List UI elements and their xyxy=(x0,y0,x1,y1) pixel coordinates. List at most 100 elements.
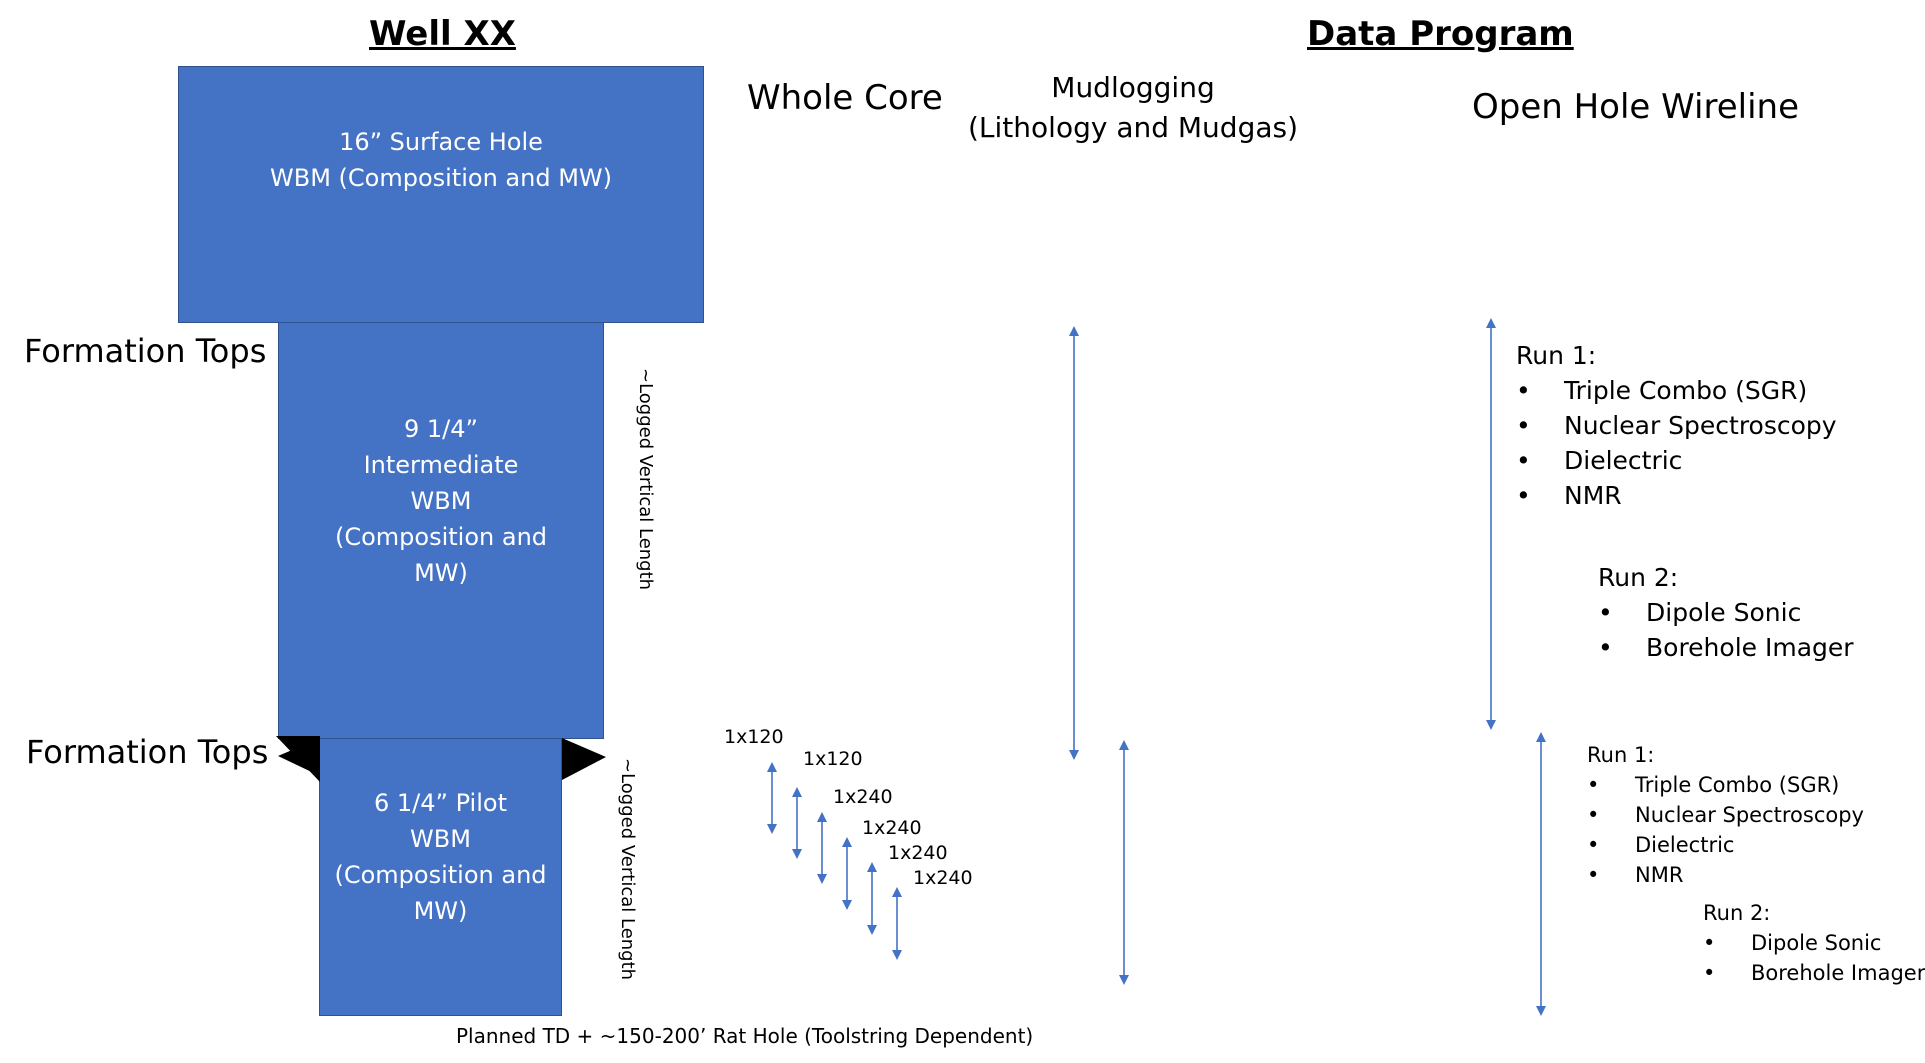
core-arrow-2 xyxy=(792,787,802,859)
mudlogging-arrow-lower-head-bottom xyxy=(1119,975,1129,985)
list-item: • Borehole Imager xyxy=(1703,958,1925,988)
logged-vertical-length-upper: ~Logged Vertical Length xyxy=(635,368,656,591)
list-item: • Triple Combo (SGR) xyxy=(1587,770,1864,800)
core-arrow-6-head-bottom xyxy=(892,950,902,960)
core-label-6: 1x240 xyxy=(913,867,973,889)
bullet: • xyxy=(1587,773,1600,797)
core-arrow-5-head-bottom xyxy=(867,925,877,935)
list-item-text: Nuclear Spectroscopy xyxy=(1564,411,1837,440)
intermediate-label-line4: (Composition and xyxy=(334,522,548,551)
core-arrow-6 xyxy=(892,887,902,960)
core-label-2: 1x120 xyxy=(803,748,863,770)
bullet: • xyxy=(1516,481,1531,510)
open-hole-wireline-header: Open Hole Wireline xyxy=(1472,87,1799,127)
well-title: Well XX xyxy=(369,14,516,54)
list-item: • Dielectric xyxy=(1516,443,1837,478)
formation-tops-lower: Formation Tops xyxy=(26,733,269,771)
mudlogging-arrow-upper-head-top xyxy=(1069,326,1079,336)
intermediate-section: 9 1/4” Intermediate WBM (Composition and… xyxy=(278,322,604,739)
bullet: • xyxy=(1703,931,1716,955)
list-item-text: Borehole Imager xyxy=(1751,961,1925,985)
mudlogging-header-line2: (Lithology and Mudgas) xyxy=(968,111,1299,144)
mudlogging-header-line1: Mudlogging xyxy=(1051,71,1215,104)
list-item-text: Dipole Sonic xyxy=(1646,598,1802,627)
core-label-4: 1x240 xyxy=(862,817,922,839)
core-arrow-4-head-bottom xyxy=(842,900,852,910)
list-item-text: Borehole Imager xyxy=(1646,633,1854,662)
bullet: • xyxy=(1516,446,1531,475)
bullet: • xyxy=(1587,863,1600,887)
wireline-upper-run2-title: Run 2: xyxy=(1598,563,1679,592)
casing-shoe-right xyxy=(562,738,606,780)
wireline-arrow-lower xyxy=(1536,732,1546,1016)
bullet: • xyxy=(1587,803,1600,827)
bullet: • xyxy=(1598,633,1613,662)
list-item-text: Dipole Sonic xyxy=(1751,931,1882,955)
intermediate-label-line2: Intermediate xyxy=(363,450,519,479)
wireline-lower-run1: Run 1: • Triple Combo (SGR) •Nuclear Spec… xyxy=(1587,740,1864,890)
mudlogging-arrow-upper xyxy=(1069,326,1079,760)
intermediate-label-line1: 9 1/4” xyxy=(404,414,478,443)
wireline-arrow-upper-head-top xyxy=(1486,318,1496,328)
wireline-arrow-lower-head-top xyxy=(1536,732,1546,742)
pilot-label-line2: WBM xyxy=(410,825,471,853)
core-arrow-1-head-top xyxy=(767,762,777,772)
data-program-title: Data Program xyxy=(1307,14,1574,54)
pilot-section: 6 1/4” Pilot WBM (Composition and MW) xyxy=(319,738,562,1016)
list-item: • Dielectric xyxy=(1587,830,1864,860)
wireline-lower-run2-title: Run 2: xyxy=(1703,901,1771,925)
core-arrow-1-head-bottom xyxy=(767,824,777,834)
whole-core-header: Whole Core xyxy=(747,78,943,118)
intermediate-label-line3: WBM xyxy=(410,486,472,515)
wireline-arrow-upper xyxy=(1486,318,1496,730)
list-item: • Nuclear Spectroscopy xyxy=(1516,408,1837,443)
core-arrow-5-head-top xyxy=(867,862,877,872)
wireline-arrow-upper-head-bottom xyxy=(1486,720,1496,730)
core-label-3: 1x240 xyxy=(833,786,893,808)
list-item-text: Triple Combo (SGR) xyxy=(1564,376,1808,405)
formation-tops-upper: Formation Tops xyxy=(24,332,267,370)
core-arrow-5 xyxy=(867,862,877,935)
surface-hole-section: 16” Surface Hole WBM (Composition and MW… xyxy=(178,66,704,323)
surface-hole-label-line2: WBM (Composition and MW) xyxy=(270,163,612,192)
core-arrow-2-head-top xyxy=(792,787,802,797)
bullet: • xyxy=(1703,961,1716,985)
wireline-lower-run2: Run 2: • Dipole Sonic • Borehole Imager xyxy=(1703,898,1925,988)
casing-shoe-left-mirror xyxy=(278,738,320,776)
core-arrow-3 xyxy=(817,812,827,884)
pilot-label-line3: (Composition and xyxy=(334,861,547,889)
bullet: • xyxy=(1516,411,1531,440)
bullet: • xyxy=(1598,598,1613,627)
bullet: • xyxy=(1587,833,1600,857)
bullet: • xyxy=(1516,376,1531,405)
list-item: •Nuclear Spectroscopy xyxy=(1587,800,1864,830)
mudlogging-arrow-lower-head-top xyxy=(1119,740,1129,750)
wireline-lower-run1-title: Run 1: xyxy=(1587,743,1655,767)
core-arrow-3-head-top xyxy=(817,812,827,822)
list-item-text: NMR xyxy=(1635,863,1684,887)
core-arrow-2-head-bottom xyxy=(792,849,802,859)
core-arrow-4-head-top xyxy=(842,837,852,847)
pilot-label-line4: MW) xyxy=(413,897,468,925)
mudlogging-arrow-upper-head-bottom xyxy=(1069,750,1079,760)
planned-td-note: Planned TD + ~150-200’ Rat Hole (Toolstr… xyxy=(456,1024,1034,1048)
list-item-text: Dielectric xyxy=(1635,833,1735,857)
list-item: • NMR xyxy=(1516,478,1837,513)
core-arrow-1 xyxy=(767,762,777,834)
mudlogging-arrow-lower xyxy=(1119,740,1129,985)
depth-interval-arrows xyxy=(767,318,1546,1016)
intermediate-label-line5: MW) xyxy=(414,558,468,587)
core-label-5: 1x240 xyxy=(888,842,948,864)
wireline-upper-run1-title: Run 1: xyxy=(1516,341,1597,370)
list-item-text: NMR xyxy=(1564,481,1622,510)
list-item-text: Triple Combo (SGR) xyxy=(1635,773,1840,797)
list-item-text: Dielectric xyxy=(1564,446,1683,475)
wireline-upper-run1: Run 1: • Triple Combo (SGR) • Nuclear Spec… xyxy=(1516,338,1837,513)
core-arrow-3-head-bottom xyxy=(817,874,827,884)
list-item: • Borehole Imager xyxy=(1598,630,1854,665)
core-label-1: 1x120 xyxy=(724,726,784,748)
mudlogging-header: Mudlogging (Lithology and Mudgas) xyxy=(968,68,1298,148)
wireline-upper-run2: Run 2: • Dipole Sonic • Borehole Imager xyxy=(1598,560,1854,665)
logged-vertical-length-lower: ~Logged Vertical Length xyxy=(617,758,638,981)
